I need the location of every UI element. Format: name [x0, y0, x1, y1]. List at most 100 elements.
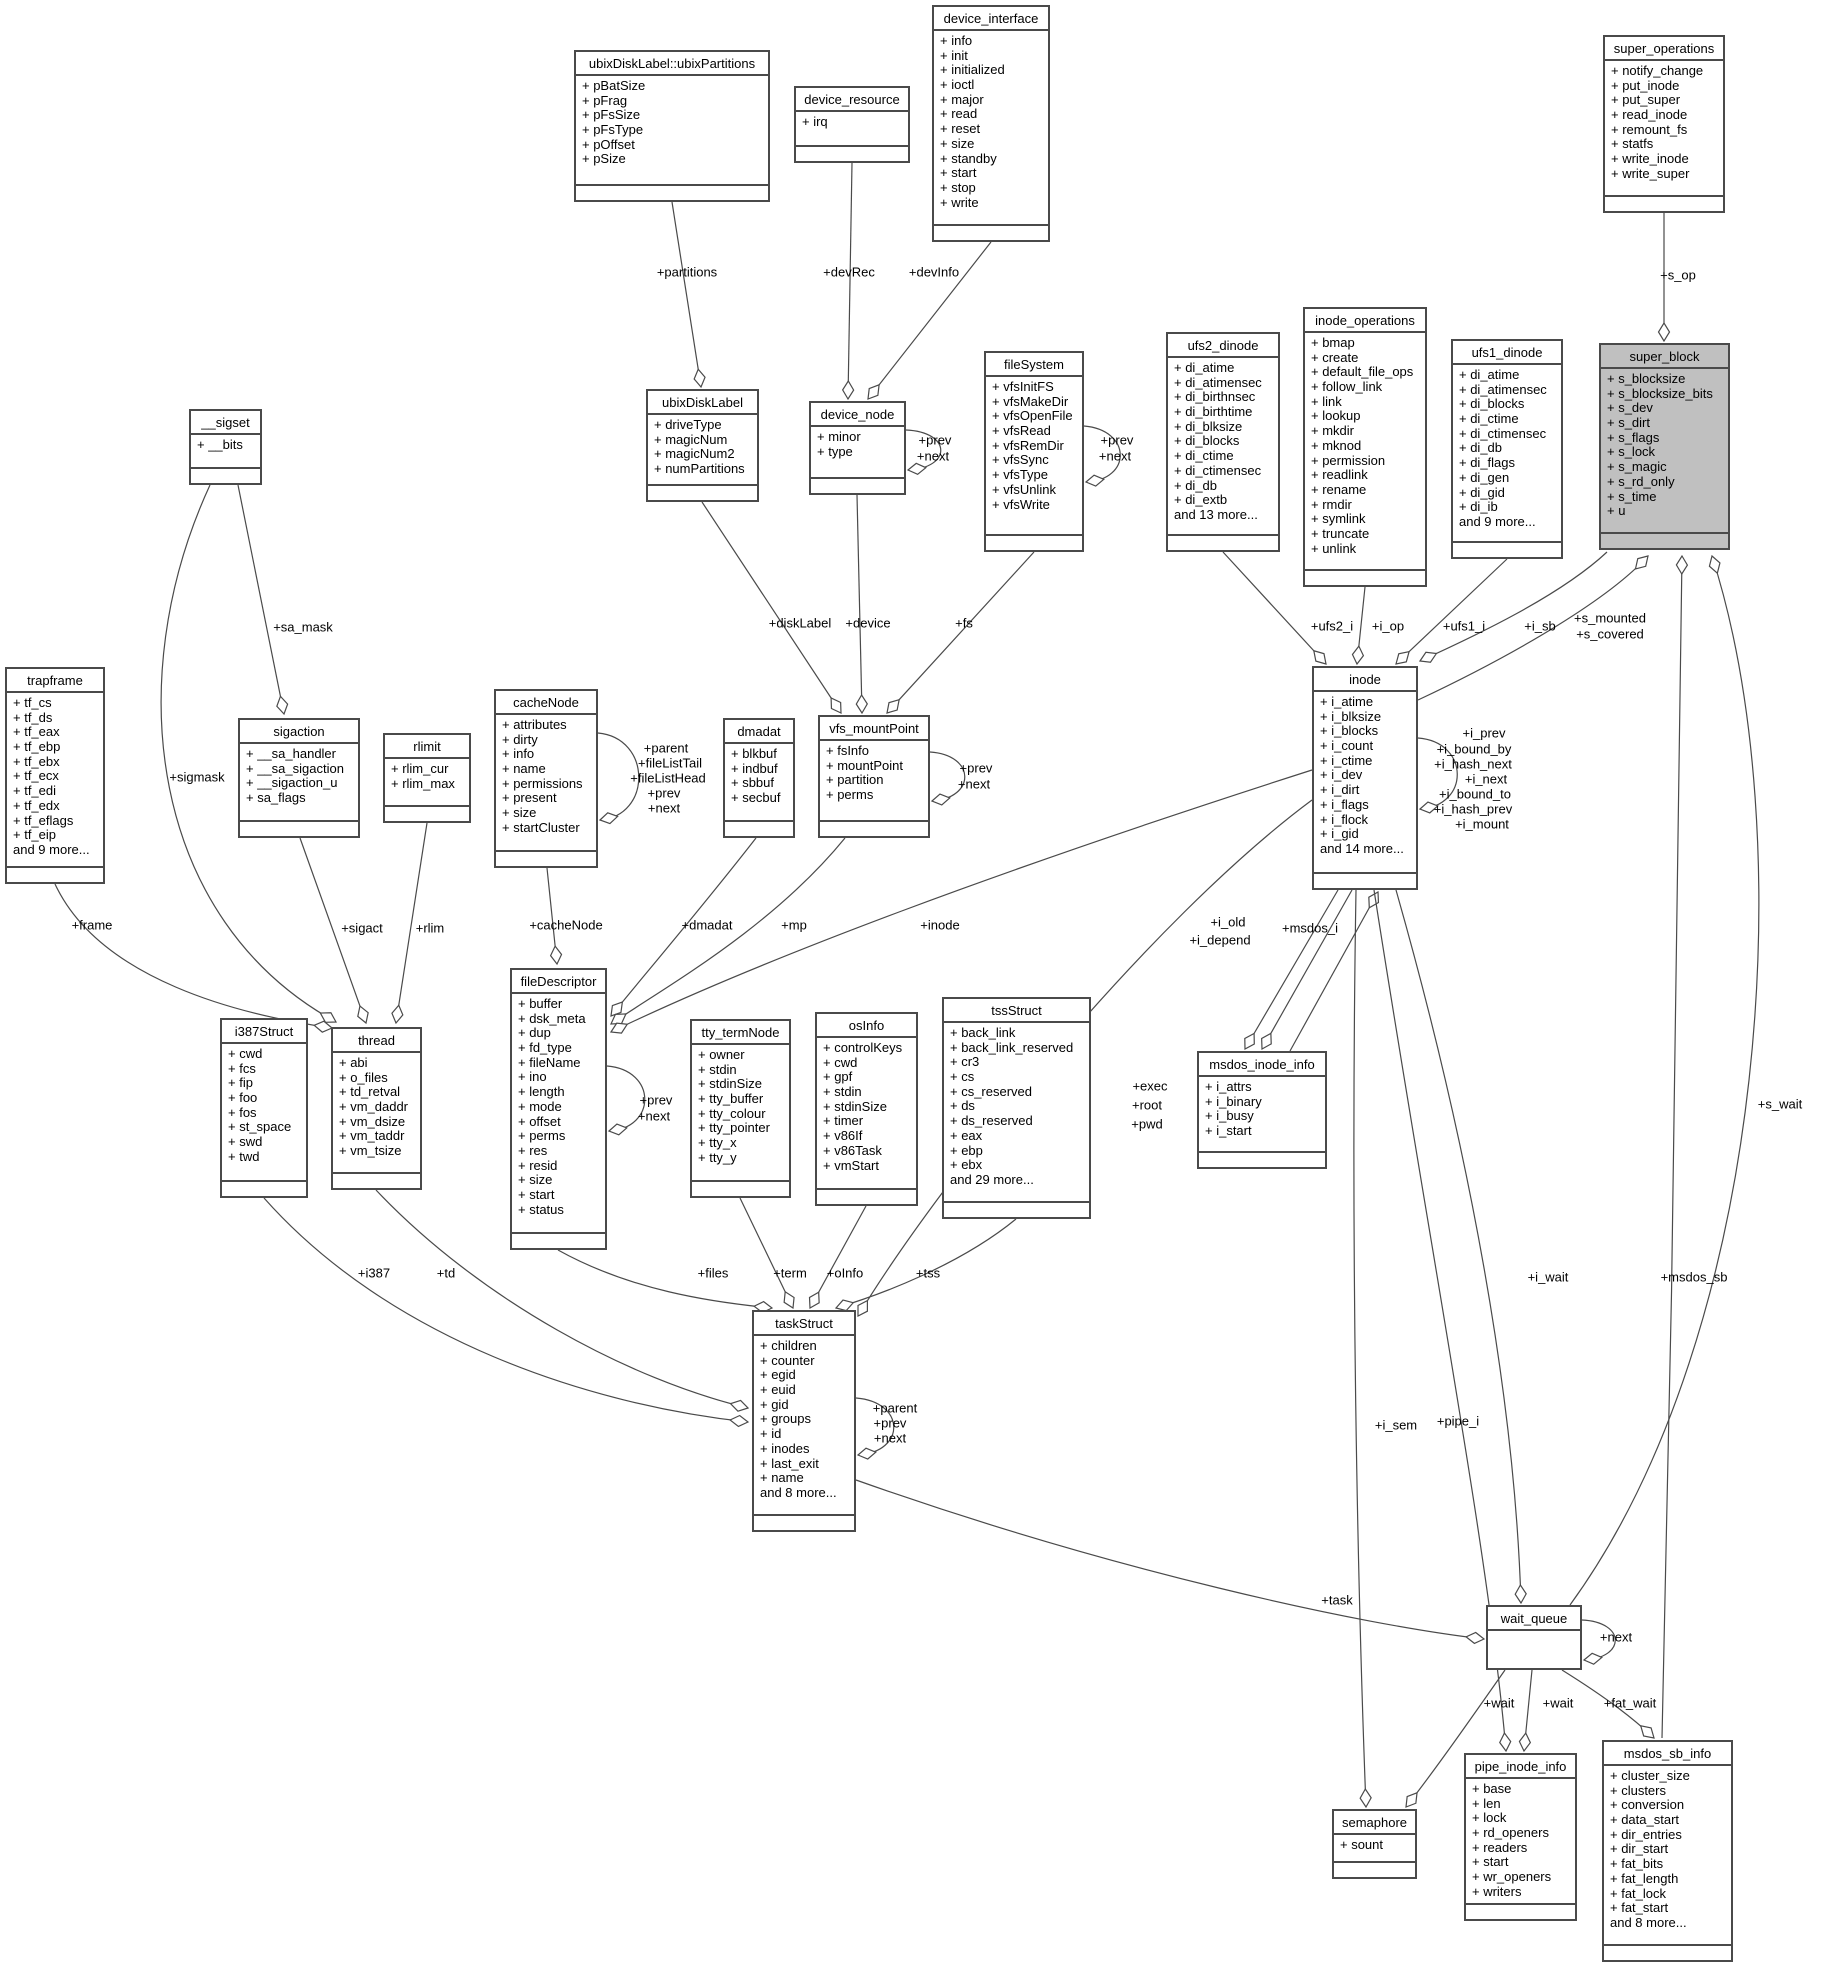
class-field: + ioctl	[940, 77, 975, 93]
edge-label: +sigmask	[169, 769, 225, 785]
class-title: inode	[1314, 668, 1416, 692]
class-msdos-sb-info[interactable]: msdos_sb_info+ cluster_size+ clusters+ c…	[1602, 1740, 1733, 1962]
aggregation-diamond-icon	[857, 1299, 869, 1317]
class-pipe-inode-info[interactable]: pipe_inode_info+ base+ len+ lock+ rd_ope…	[1464, 1753, 1577, 1921]
aggregation-diamond-icon	[319, 1012, 337, 1023]
class-field: + driveType	[654, 417, 722, 432]
class-inode[interactable]: inode+ i_atime+ i_blksize+ i_blocks+ i_c…	[1312, 666, 1418, 890]
class-cache-node[interactable]: cacheNode+ attributes+ dirty+ info+ name…	[494, 689, 598, 868]
class-vfs-mountpoint[interactable]: vfs_mountPoint+ fsInfo+ mountPoint+ part…	[818, 715, 930, 838]
edge-label: +sa_mask	[273, 619, 333, 635]
class-title: __sigset	[191, 411, 260, 435]
edge-label: +devInfo	[908, 264, 960, 280]
edge-line	[855, 1479, 1485, 1640]
class-field: + di_atime	[1459, 367, 1520, 382]
class-field: + tf_cs	[13, 695, 52, 710]
class-super-operations[interactable]: super_operations+ notify_change+ put_ino…	[1603, 35, 1725, 213]
class-field: + read	[940, 106, 978, 122]
class-fields: + cluster_size+ clusters+ conversion+ da…	[1604, 1766, 1731, 1946]
class-field: + vfsSync	[992, 452, 1049, 468]
class-fields: + di_atime+ di_atimensec+ di_birthnsec+ …	[1168, 358, 1278, 536]
class-file-descriptor[interactable]: fileDescriptor+ buffer+ dsk_meta+ dup+ f…	[510, 968, 607, 1250]
class-field: + __bits	[197, 437, 243, 452]
aggregation-diamond-icon	[276, 695, 289, 716]
class-ufs1-dinode[interactable]: ufs1_dinode+ di_atime+ di_atimensec+ di_…	[1451, 339, 1563, 559]
class-fields: + i_attrs+ i_binary+ i_busy+ i_start	[1199, 1077, 1325, 1153]
class-dmadat[interactable]: dmadat+ blkbuf+ indbuf+ sbbuf+ secbuf	[723, 718, 795, 838]
edge-line	[395, 822, 428, 1024]
class-fields: + abi+ o_files+ td_retval+ vm_daddr+ vm_…	[333, 1053, 420, 1174]
class-ubix-disklabel[interactable]: ubixDiskLabel+ driveType+ magicNum+ magi…	[646, 389, 759, 502]
class-title: device_interface	[934, 7, 1048, 31]
edge-label: +sigact	[341, 920, 383, 936]
class-field: + di_db	[1174, 477, 1218, 493]
class-field: + startCluster	[502, 819, 580, 835]
edge-line	[237, 484, 285, 715]
class-field: + stdin	[823, 1084, 862, 1100]
class-device-node[interactable]: device_node+ minor+ type	[809, 401, 906, 495]
class-field: + vm_daddr	[339, 1099, 409, 1115]
class-title: thread	[333, 1029, 420, 1053]
class-field: + di_ctime	[1174, 448, 1234, 464]
class-inode-operations[interactable]: inode_operations+ bmap+ create+ default_…	[1303, 307, 1427, 587]
class-title: tty_termNode	[692, 1021, 789, 1045]
class-field: + back_link	[950, 1025, 1016, 1040]
class-empty-compartment	[1453, 543, 1561, 557]
edge-label: +i_bound_to	[1439, 786, 1511, 802]
class-fields: + controlKeys+ cwd+ gpf+ stdin+ stdinSiz…	[817, 1038, 916, 1190]
class-wait-queue[interactable]: wait_queue	[1486, 1605, 1582, 1670]
class-ufs2-dinode[interactable]: ufs2_dinode+ di_atime+ di_atimensec+ di_…	[1166, 332, 1280, 552]
class-taskstruct[interactable]: taskStruct+ children+ counter+ egid+ eui…	[752, 1310, 856, 1532]
class-trapframe[interactable]: trapframe+ tf_cs+ tf_ds+ tf_eax+ tf_ebp+…	[5, 667, 105, 884]
class-rlimit[interactable]: rlimit+ rlim_cur+ rlim_max	[383, 733, 471, 823]
class-thread[interactable]: thread+ abi+ o_files+ td_retval+ vm_dadd…	[331, 1027, 422, 1190]
class-fields: + sount	[1334, 1835, 1415, 1863]
class-title: ufs2_dinode	[1168, 334, 1278, 358]
edge-line	[1222, 551, 1327, 665]
edge-label: +wait	[1483, 1695, 1515, 1711]
class-field: + tty_y	[698, 1149, 737, 1165]
class-semaphore[interactable]: semaphore+ sount	[1332, 1809, 1417, 1879]
class-field: + tf_ebx	[13, 753, 60, 769]
class-sigaction[interactable]: sigaction+ __sa_handler+ __sa_sigaction+…	[238, 718, 360, 838]
class-i387struct[interactable]: i387Struct+ cwd+ fcs+ fip+ foo+ fos+ st_…	[220, 1018, 308, 1198]
class-field: + td_retval	[339, 1084, 401, 1100]
aggregation-diamond-icon	[830, 697, 842, 714]
class-filesystem[interactable]: fileSystem+ vfsInitFS+ vfsMakeDir+ vfsOp…	[984, 351, 1084, 552]
class-field: + vfsUnlink	[992, 481, 1056, 497]
edge-line	[54, 883, 333, 1029]
class-sigset[interactable]: __sigset + __bits	[189, 409, 262, 485]
class-field: + vfsType	[992, 467, 1048, 483]
class-msdos-inode-info[interactable]: msdos_inode_info+ i_attrs+ i_binary+ i_b…	[1197, 1051, 1327, 1169]
class-fields: + buffer+ dsk_meta+ dup+ fd_type+ fileNa…	[512, 994, 605, 1234]
class-field: + readers	[1472, 1839, 1528, 1855]
class-field: + s_blocksize_bits	[1607, 385, 1713, 401]
class-fields: + base+ len+ lock+ rd_openers+ readers+ …	[1466, 1779, 1575, 1905]
class-field: + i_gid	[1320, 826, 1359, 842]
class-tssstruct[interactable]: tssStruct+ back_link+ back_link_reserved…	[942, 997, 1091, 1219]
class-field: + size	[502, 805, 537, 821]
aggregation-diamond-icon	[610, 1001, 624, 1017]
class-field: + type	[817, 443, 853, 459]
edge-label: +s_wait	[1757, 1096, 1803, 1112]
class-field: + start	[518, 1186, 555, 1202]
class-fields: + vfsInitFS+ vfsMakeDir+ vfsOpenFile+ vf…	[986, 377, 1082, 536]
class-super-block[interactable]: super_block+ s_blocksize+ s_blocksize_bi…	[1599, 343, 1730, 550]
class-field: + magicNum2	[654, 446, 735, 462]
class-tty-termnode[interactable]: tty_termNode+ owner+ stdin+ stdinSize+ t…	[690, 1019, 791, 1198]
class-osinfo[interactable]: osInfo+ controlKeys+ cwd+ gpf+ stdin+ st…	[815, 1012, 918, 1206]
class-device-resource[interactable]: device_resource+ irq	[794, 86, 910, 163]
class-empty-compartment	[1314, 874, 1416, 888]
edge-label: +next	[1098, 448, 1132, 464]
class-ubix-partitions[interactable]: ubixDiskLabel::ubixPartitions+ pBatSize+…	[574, 50, 770, 202]
class-device-interface[interactable]: device_interface+ info+ init+ initialize…	[932, 5, 1050, 242]
class-field: + pBatSize	[582, 78, 646, 93]
class-field: + vm_tsize	[339, 1143, 402, 1159]
class-field: + name	[502, 761, 546, 777]
class-field: + base	[1472, 1781, 1512, 1796]
class-field: + pFsType	[582, 122, 644, 138]
class-field: + read_inode	[1611, 107, 1688, 123]
class-title: tssStruct	[944, 999, 1089, 1023]
class-field: + clusters	[1610, 1782, 1666, 1798]
